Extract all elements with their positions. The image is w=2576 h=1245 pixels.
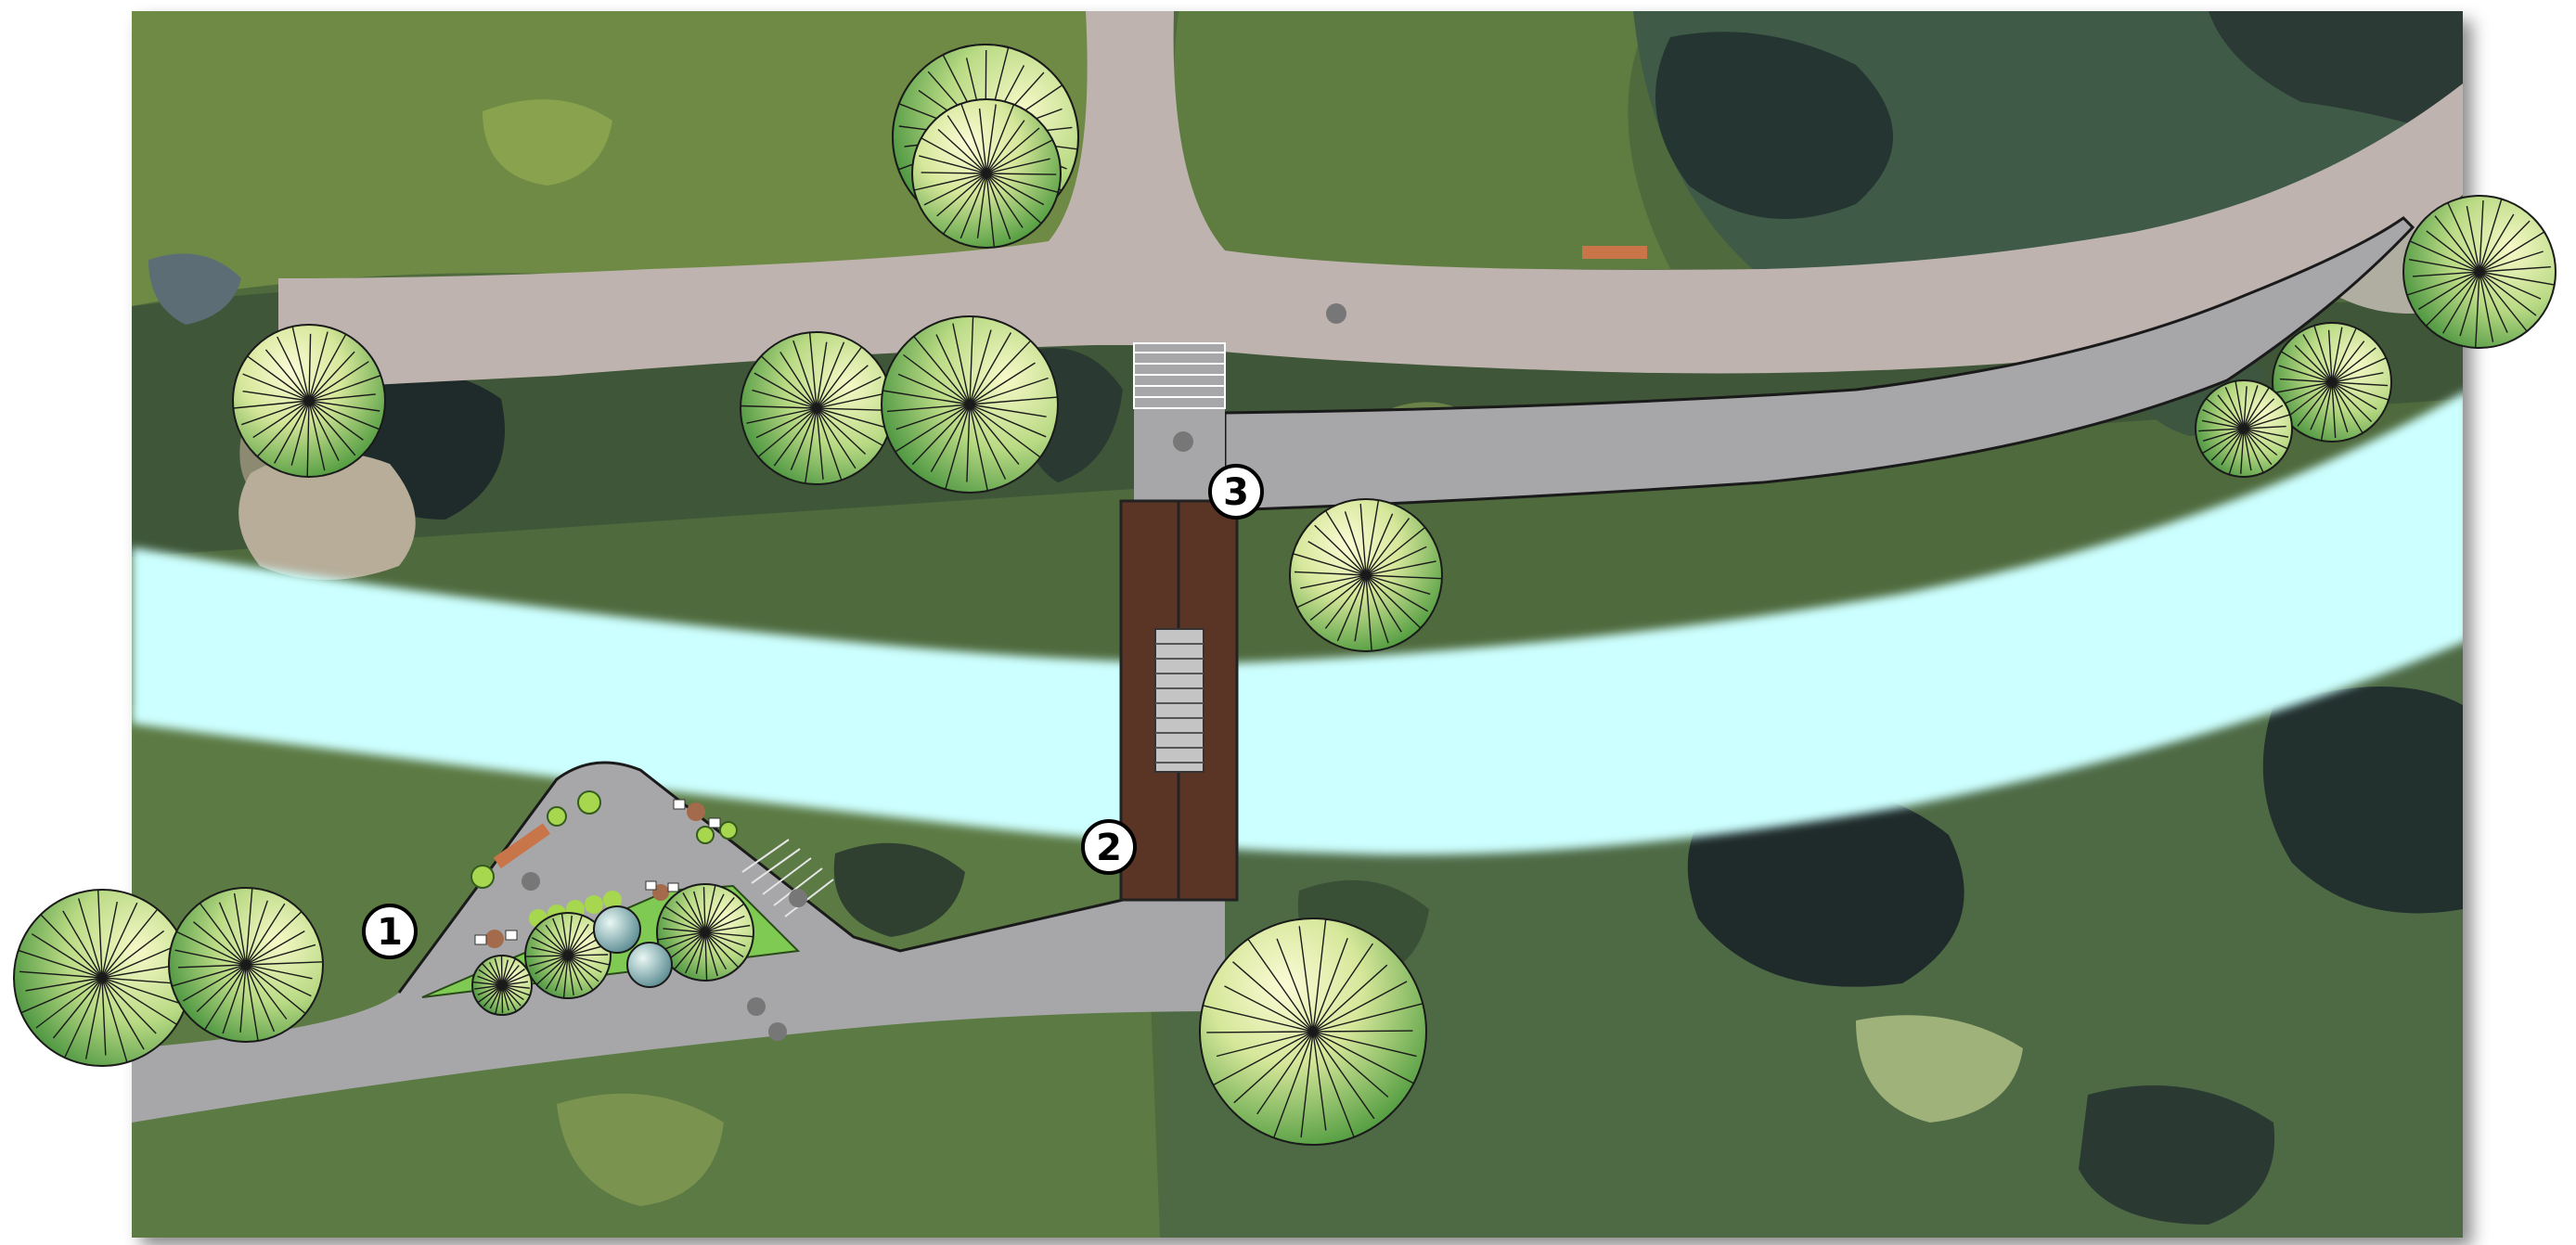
person-icon [1173,431,1193,452]
marker-3: 3 [1208,464,1264,520]
seating-icons [474,799,721,948]
tree-icon [13,889,191,1067]
tree-icon [1289,498,1443,652]
tree-icon [1199,918,1427,1146]
tree-icon [471,955,533,1016]
riverside-walkway [1223,216,2415,512]
marker-2-label: 2 [1096,827,1122,869]
plaza-stairs [741,839,834,918]
bush-icon [593,905,641,954]
tree-icon [168,887,324,1043]
marker-2: 2 [1081,819,1137,875]
people-icons [522,303,1346,1041]
tree-icon [2402,195,2557,349]
river [132,392,2463,855]
tree-icon [656,883,754,982]
bench-icon [1582,246,1647,259]
tree-icon [911,98,1062,249]
tree-icon [232,324,386,478]
bush-icon [626,942,673,988]
marker-1-label: 1 [377,911,403,954]
tree-icon [740,331,894,485]
footbridge [1119,499,1239,902]
marker-1: 1 [362,904,418,959]
tree-icon [881,315,1059,494]
upper-walkway [278,11,2463,390]
bridge-stairs [1154,628,1204,773]
person-icon [522,872,540,891]
marker-3-label: 3 [1223,471,1249,514]
person-icon [789,889,807,907]
person-icon [768,1022,787,1041]
tree-icon [2195,379,2293,478]
tree-icon [524,912,612,999]
bench-icon [493,823,551,869]
person-icon [1326,303,1346,324]
tree-icon [2272,322,2392,443]
person-icon [747,997,766,1016]
tree-canopies [13,44,2557,1146]
